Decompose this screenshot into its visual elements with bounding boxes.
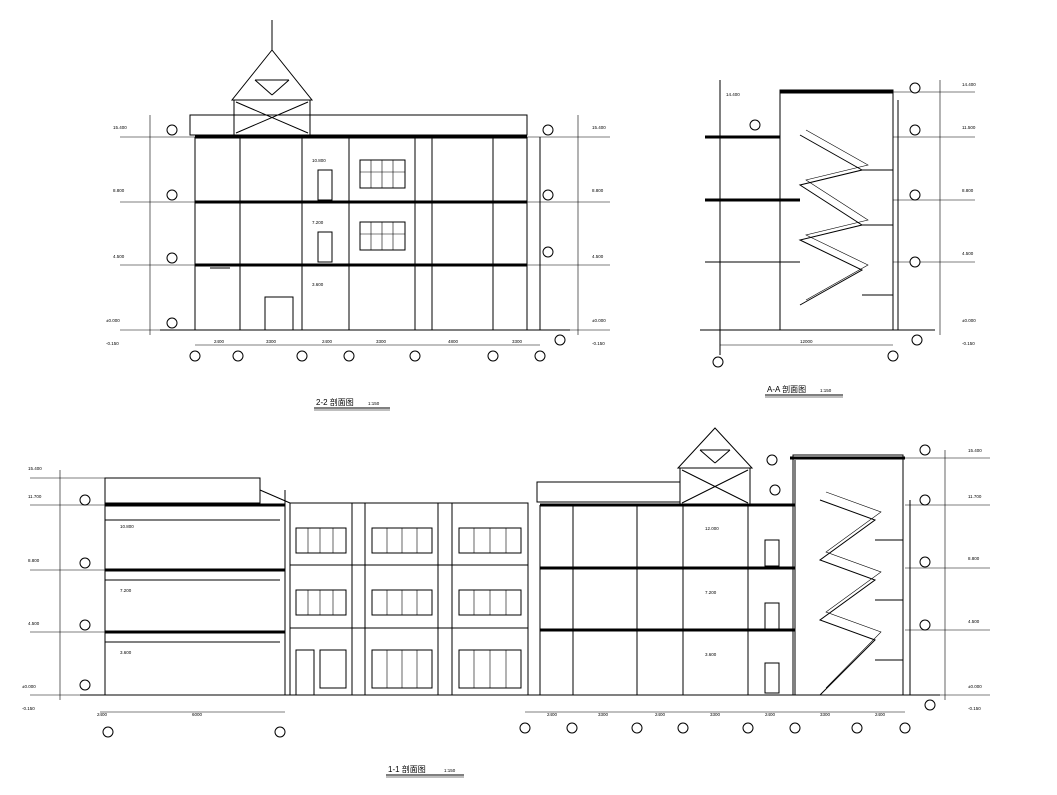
bay-dimension: 2400	[765, 712, 776, 717]
stair-tower	[779, 89, 894, 331]
elevation-label: -0.150	[106, 341, 119, 346]
window-grid	[295, 527, 522, 696]
elevation-markers	[893, 80, 975, 335]
level-mark: 10.800	[120, 524, 134, 529]
elevation-label: 15.400	[968, 448, 982, 453]
elevation-label: -0.150	[962, 341, 975, 346]
bay-dimension: 3300	[512, 339, 523, 344]
elevation-label: 4.500	[113, 254, 125, 259]
elevation-markers	[30, 450, 990, 700]
bay-dimension: 2400	[547, 712, 558, 717]
bay-dimension: 6000	[192, 712, 203, 717]
bay-dimension: 2400	[322, 339, 333, 344]
section-a-a: 14.400 14.400 11.500 8.800 4.500 ±0.000 …	[700, 80, 976, 398]
stair-tower	[790, 454, 911, 696]
facade-columns	[290, 503, 528, 695]
bay-dimension: 3300	[710, 712, 721, 717]
elevation-label: 11.700	[968, 494, 982, 499]
columns	[539, 460, 796, 695]
section-title: 2-2 剖面图	[316, 397, 354, 407]
elevation-label: -0.150	[22, 706, 35, 711]
elevation-label: ±0.000	[22, 684, 36, 689]
bay-dimension: 4800	[448, 339, 459, 344]
bay-dimension: 3300	[266, 339, 277, 344]
door	[764, 539, 780, 567]
level-mark: 3.600	[312, 282, 324, 287]
elevation-label: ±0.000	[968, 684, 982, 689]
elevation-label: 4.500	[28, 621, 40, 626]
elevation-label: 8.800	[968, 556, 980, 561]
spire-pavilion	[676, 427, 754, 506]
columns	[194, 137, 541, 330]
elevation-label: 4.500	[592, 254, 604, 259]
staircase	[798, 129, 893, 306]
level-mark: 7.200	[312, 220, 324, 225]
section-1-1: 15.400 11.700 8.800 4.500 ±0.000 -0.150 …	[22, 427, 990, 778]
elevation-label: ±0.000	[106, 318, 120, 323]
elevation-label: 8.800	[28, 558, 40, 563]
elevation-label: 8.800	[592, 188, 604, 193]
door	[764, 602, 780, 630]
elevation-markers	[120, 115, 610, 335]
elevation-label: 15.400	[113, 125, 127, 130]
level-mark: 12.000	[705, 526, 719, 531]
door	[317, 169, 333, 201]
window	[359, 221, 406, 251]
axis-bubbles	[166, 124, 566, 362]
door	[764, 662, 780, 694]
section-2-2: 15.400 8.800 4.500 ±0.000 -0.150 15.400 …	[106, 20, 610, 411]
level-mark: 7.200	[705, 590, 717, 595]
window	[359, 159, 406, 189]
axis-bubbles	[79, 444, 936, 738]
level-mark: 3.600	[705, 652, 717, 657]
bay-dimension: 3300	[820, 712, 831, 717]
elevation-label: 11.700	[28, 494, 42, 499]
bay-dimension: 2400	[97, 712, 108, 717]
elevation-label: ±0.000	[592, 318, 606, 323]
elevation-label: 8.800	[962, 188, 974, 193]
elevation-label: 14.400	[726, 92, 740, 97]
section-scale: 1:150	[368, 401, 380, 406]
bay-dimension: 2400	[875, 712, 886, 717]
entrance-door	[264, 296, 294, 331]
elevation-label: 11.500	[962, 125, 976, 130]
bay-dimension: 2400	[655, 712, 666, 717]
facade	[289, 502, 529, 696]
section-scale: 1:150	[444, 768, 456, 773]
roof-parapet	[104, 477, 261, 504]
elevation-label: 15.400	[28, 466, 42, 471]
bay-dimension: 2400	[214, 339, 225, 344]
level-mark: 3.600	[120, 650, 132, 655]
elevation-label: 4.500	[962, 251, 974, 256]
bay-dimension: 3300	[376, 339, 387, 344]
door	[317, 231, 333, 263]
elevation-label: 4.500	[968, 619, 980, 624]
spire-pavilion	[230, 20, 314, 136]
section-title: 1-1 剖面图	[388, 764, 426, 774]
level-mark: 10.800	[312, 158, 326, 163]
elevation-label: 8.800	[113, 188, 125, 193]
elevation-label: -0.150	[968, 706, 981, 711]
bay-dimension: 12000	[800, 339, 813, 344]
bay-dimension: 3300	[598, 712, 609, 717]
elevation-label: -0.150	[592, 341, 605, 346]
elevation-label: 15.400	[592, 125, 606, 130]
level-mark: 7.200	[120, 588, 132, 593]
axis-bubbles	[712, 82, 923, 368]
roof-parapet	[189, 114, 528, 136]
roof-parapet	[536, 481, 681, 503]
elevation-label: ±0.000	[962, 318, 976, 323]
section-scale: 1:150	[820, 388, 832, 393]
elevation-label: 14.400	[962, 82, 976, 87]
section-title: A-A 剖面图	[767, 384, 806, 394]
